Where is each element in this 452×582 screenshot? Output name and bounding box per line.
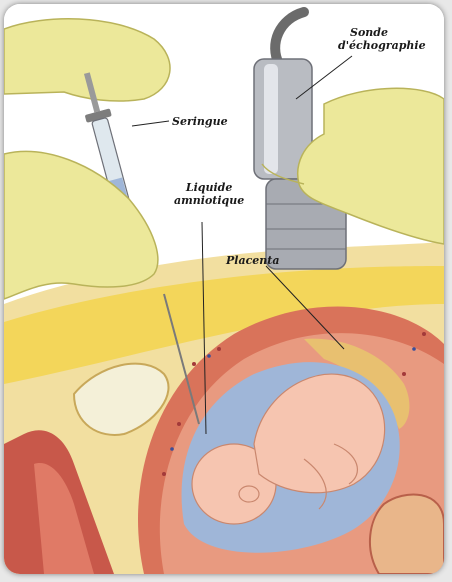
label-placenta: Placenta [226, 254, 279, 267]
label-sonde-line2: d'échographie [338, 39, 426, 52]
label-liquide: Liquide amniotique [174, 181, 244, 207]
illustration-frame: Sonde d'échographie Seringue Liquide amn… [4, 4, 444, 574]
amniocentesis-illustration [4, 4, 444, 574]
label-seringue: Seringue [172, 115, 228, 128]
label-liquide-line2: amniotique [174, 194, 244, 207]
label-sonde-line1: Sonde [338, 26, 426, 39]
label-liquide-line1: Liquide [174, 181, 244, 194]
label-sonde: Sonde d'échographie [338, 26, 426, 52]
